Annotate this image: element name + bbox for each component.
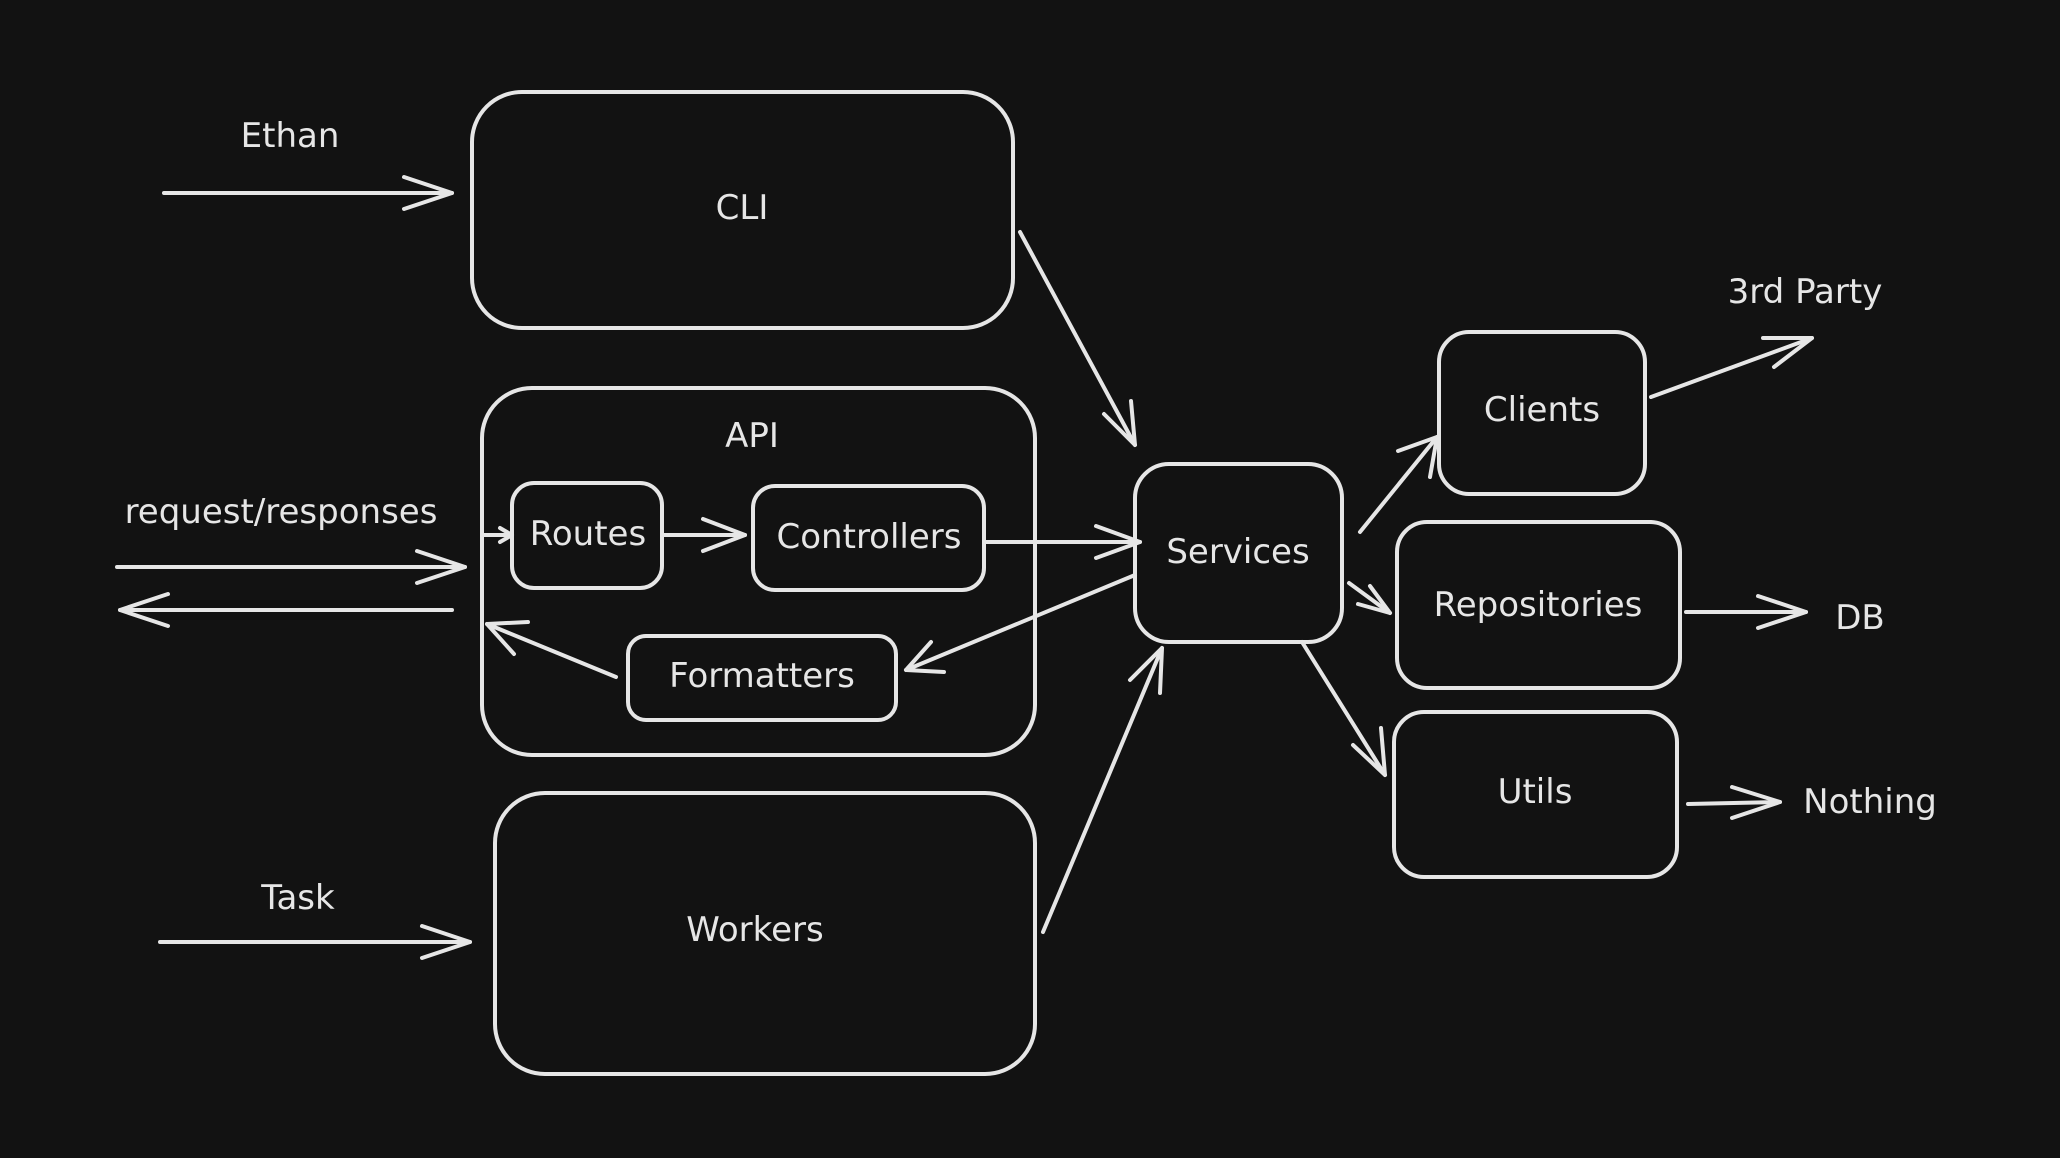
request-responses-label: request/responses bbox=[125, 492, 438, 532]
formatters-label: Formatters bbox=[669, 656, 855, 696]
arrow-request-to-routes bbox=[115, 549, 467, 585]
services-label: Services bbox=[1166, 532, 1309, 572]
arrow-services-to-repositories bbox=[1347, 581, 1392, 615]
formatters-box[interactable] bbox=[626, 634, 898, 722]
arrow-services-to-formatters bbox=[904, 573, 1137, 674]
repositories-box[interactable] bbox=[1395, 520, 1682, 690]
arrow-services-to-utils bbox=[1300, 640, 1387, 777]
arrow-utils-to-nothing bbox=[1686, 785, 1782, 820]
clients-label: Clients bbox=[1484, 390, 1600, 430]
utils-label: Utils bbox=[1498, 772, 1573, 812]
arrow-routes-to-controllers bbox=[660, 517, 747, 553]
arrow-repositories-to-db bbox=[1684, 594, 1808, 630]
services-box[interactable] bbox=[1133, 462, 1344, 644]
cli-label: CLI bbox=[716, 188, 769, 228]
arrow-task-to-workers bbox=[158, 924, 472, 960]
utils-box[interactable] bbox=[1392, 710, 1679, 879]
db-label: DB bbox=[1835, 598, 1885, 638]
arrow-workers-to-services bbox=[1041, 646, 1164, 934]
arrow-cli-to-services bbox=[1018, 230, 1137, 447]
controllers-label: Controllers bbox=[777, 517, 962, 557]
third-party-label: 3rd Party bbox=[1728, 272, 1883, 312]
arrow-services-to-clients bbox=[1358, 435, 1439, 534]
arrow-ethan-to-cli bbox=[162, 175, 454, 211]
api-label: API bbox=[725, 416, 779, 456]
workers-box[interactable] bbox=[493, 791, 1037, 1076]
nothing-label: Nothing bbox=[1803, 782, 1937, 822]
routes-label: Routes bbox=[530, 514, 646, 554]
workers-label: Workers bbox=[686, 910, 824, 950]
cli-box[interactable] bbox=[470, 90, 1015, 330]
arrow-controllers-to-services bbox=[982, 524, 1142, 560]
arrow-response-return bbox=[118, 592, 454, 628]
arrow-into-routes bbox=[480, 526, 514, 544]
ethan-label: Ethan bbox=[241, 116, 340, 156]
arrow-clients-to-third-party bbox=[1649, 336, 1814, 399]
controllers-box[interactable] bbox=[751, 484, 986, 592]
repositories-label: Repositories bbox=[1434, 585, 1643, 625]
arrow-formatters-to-api bbox=[485, 620, 618, 679]
task-label: Task bbox=[260, 878, 335, 918]
api-box[interactable] bbox=[480, 386, 1037, 757]
clients-box[interactable] bbox=[1437, 330, 1647, 496]
